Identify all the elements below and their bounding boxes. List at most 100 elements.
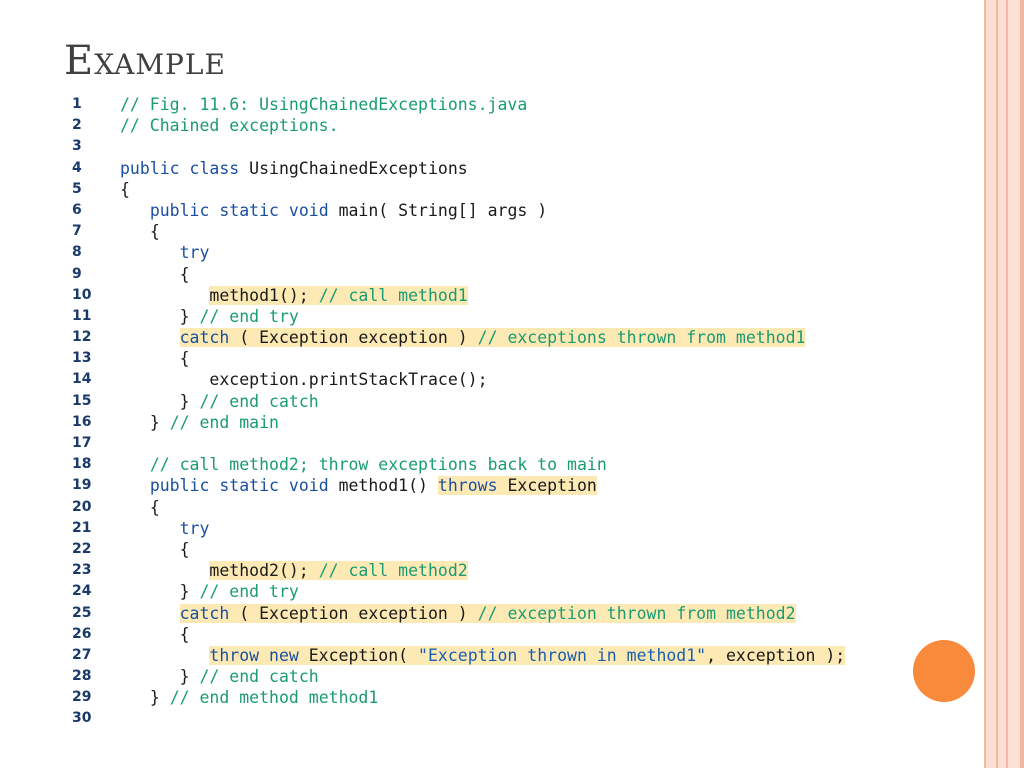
code-indent: [120, 370, 209, 389]
code-indent: [120, 455, 150, 474]
line-number: 18: [72, 456, 92, 473]
code-indent: [120, 667, 180, 686]
code-text: exception.printStackTrace();: [120, 369, 488, 390]
code-token: catch: [179, 328, 230, 348]
code-token: }: [149, 688, 170, 708]
code-token: {: [179, 264, 190, 284]
code-indent: [120, 286, 209, 305]
code-text: method2(); // call method2: [120, 560, 468, 581]
code-text: try: [120, 518, 210, 539]
code-indent: [120, 328, 180, 347]
code-token: UsingChainedExceptions: [249, 158, 468, 178]
code-token: "Exception thrown in method1": [418, 645, 707, 665]
decorative-orange-circle: [913, 640, 975, 702]
code-token: {: [149, 222, 160, 242]
code-token: }: [149, 412, 170, 432]
line-number: 11: [72, 307, 92, 324]
code-token: }: [179, 667, 200, 687]
code-token: method1();: [209, 285, 319, 305]
code-text: } // end main: [120, 412, 279, 433]
code-text: // call method2; throw exceptions back t…: [120, 454, 607, 475]
code-indent: [120, 243, 180, 262]
line-number: 8: [72, 244, 82, 261]
code-indent: [120, 519, 180, 538]
code-text: catch ( Exception exception ) // excepti…: [120, 603, 796, 624]
code-token: // end main: [169, 412, 279, 432]
line-number: 4: [72, 159, 82, 176]
line-number: 13: [72, 350, 92, 367]
line-number: 5: [72, 180, 82, 197]
code-indent: [120, 201, 150, 220]
line-number: 9: [72, 265, 82, 282]
line-number: 30: [72, 710, 92, 727]
code-text: } // end try: [120, 306, 299, 327]
code-token: }: [179, 306, 200, 326]
code-indent: [120, 476, 150, 495]
code-text: {: [120, 264, 190, 285]
line-number: 26: [72, 625, 92, 642]
code-indent: [120, 688, 150, 707]
code-token: try: [179, 518, 210, 538]
code-token: ( Exception exception ): [229, 328, 478, 348]
code-indent: [120, 582, 180, 601]
code-token: // end try: [199, 306, 299, 326]
code-token: // call method2: [318, 561, 468, 581]
code-token: Exception(: [308, 645, 419, 665]
line-number: 6: [72, 201, 82, 218]
line-number: 19: [72, 477, 92, 494]
code-token: // end catch: [199, 667, 319, 687]
code-text: {: [120, 497, 160, 518]
line-number: 3: [72, 138, 82, 155]
code-text: method1(); // call method1: [120, 285, 468, 306]
code-text: {: [120, 221, 160, 242]
code-text: try: [120, 242, 210, 263]
code-token: method1(): [338, 476, 438, 496]
code-indent: [120, 498, 150, 517]
code-token: // call method1: [318, 285, 468, 305]
code-text: {: [120, 539, 190, 560]
code-indent: [120, 646, 209, 665]
code-text: {: [120, 624, 190, 645]
line-number: 25: [72, 604, 92, 621]
line-number: 23: [72, 562, 92, 579]
code-text: public class UsingChainedExceptions: [120, 158, 468, 179]
code-token: catch: [179, 603, 230, 623]
line-number: 29: [72, 689, 92, 706]
code-token: exception.printStackTrace();: [209, 370, 488, 390]
code-indent: [120, 540, 180, 559]
code-text: {: [120, 179, 130, 200]
code-indent: [120, 265, 180, 284]
code-token: ( Exception exception ): [229, 603, 478, 623]
slide-title: Example: [64, 38, 226, 84]
code-token: {: [149, 497, 160, 517]
code-token: public class: [120, 158, 250, 178]
code-token: Exception: [497, 476, 597, 496]
code-token: }: [179, 391, 200, 411]
line-number: 10: [72, 286, 92, 303]
code-text: public static void main( String[] args ): [120, 200, 547, 221]
code-text: // Fig. 11.6: UsingChainedExceptions.jav…: [120, 94, 527, 115]
code-indent: [120, 392, 180, 411]
code-indent: [120, 604, 180, 623]
code-indent: [120, 349, 180, 368]
code-token: // end try: [199, 582, 299, 602]
line-number: 12: [72, 329, 92, 346]
code-text: catch ( Exception exception ) // excepti…: [120, 327, 806, 348]
code-indent: [120, 413, 150, 432]
code-text: // Chained exceptions.: [120, 115, 339, 136]
code-token: try: [179, 243, 210, 263]
decorative-side-stripes: [980, 0, 1024, 768]
line-number: 17: [72, 435, 92, 451]
code-token: , exception );: [706, 645, 846, 665]
code-text: {: [120, 348, 190, 369]
line-number: 2: [72, 117, 82, 134]
code-text: public static void method1() throws Exce…: [120, 475, 597, 496]
line-number: 16: [72, 413, 92, 430]
code-text: throw new Exception( "Exception thrown i…: [120, 645, 846, 666]
line-number: 22: [72, 540, 92, 557]
code-indent: [120, 561, 209, 580]
code-token: // end catch: [199, 391, 319, 411]
code-indent: [120, 307, 180, 326]
code-text: } // end method method1: [120, 687, 379, 708]
line-number: 7: [72, 223, 82, 240]
